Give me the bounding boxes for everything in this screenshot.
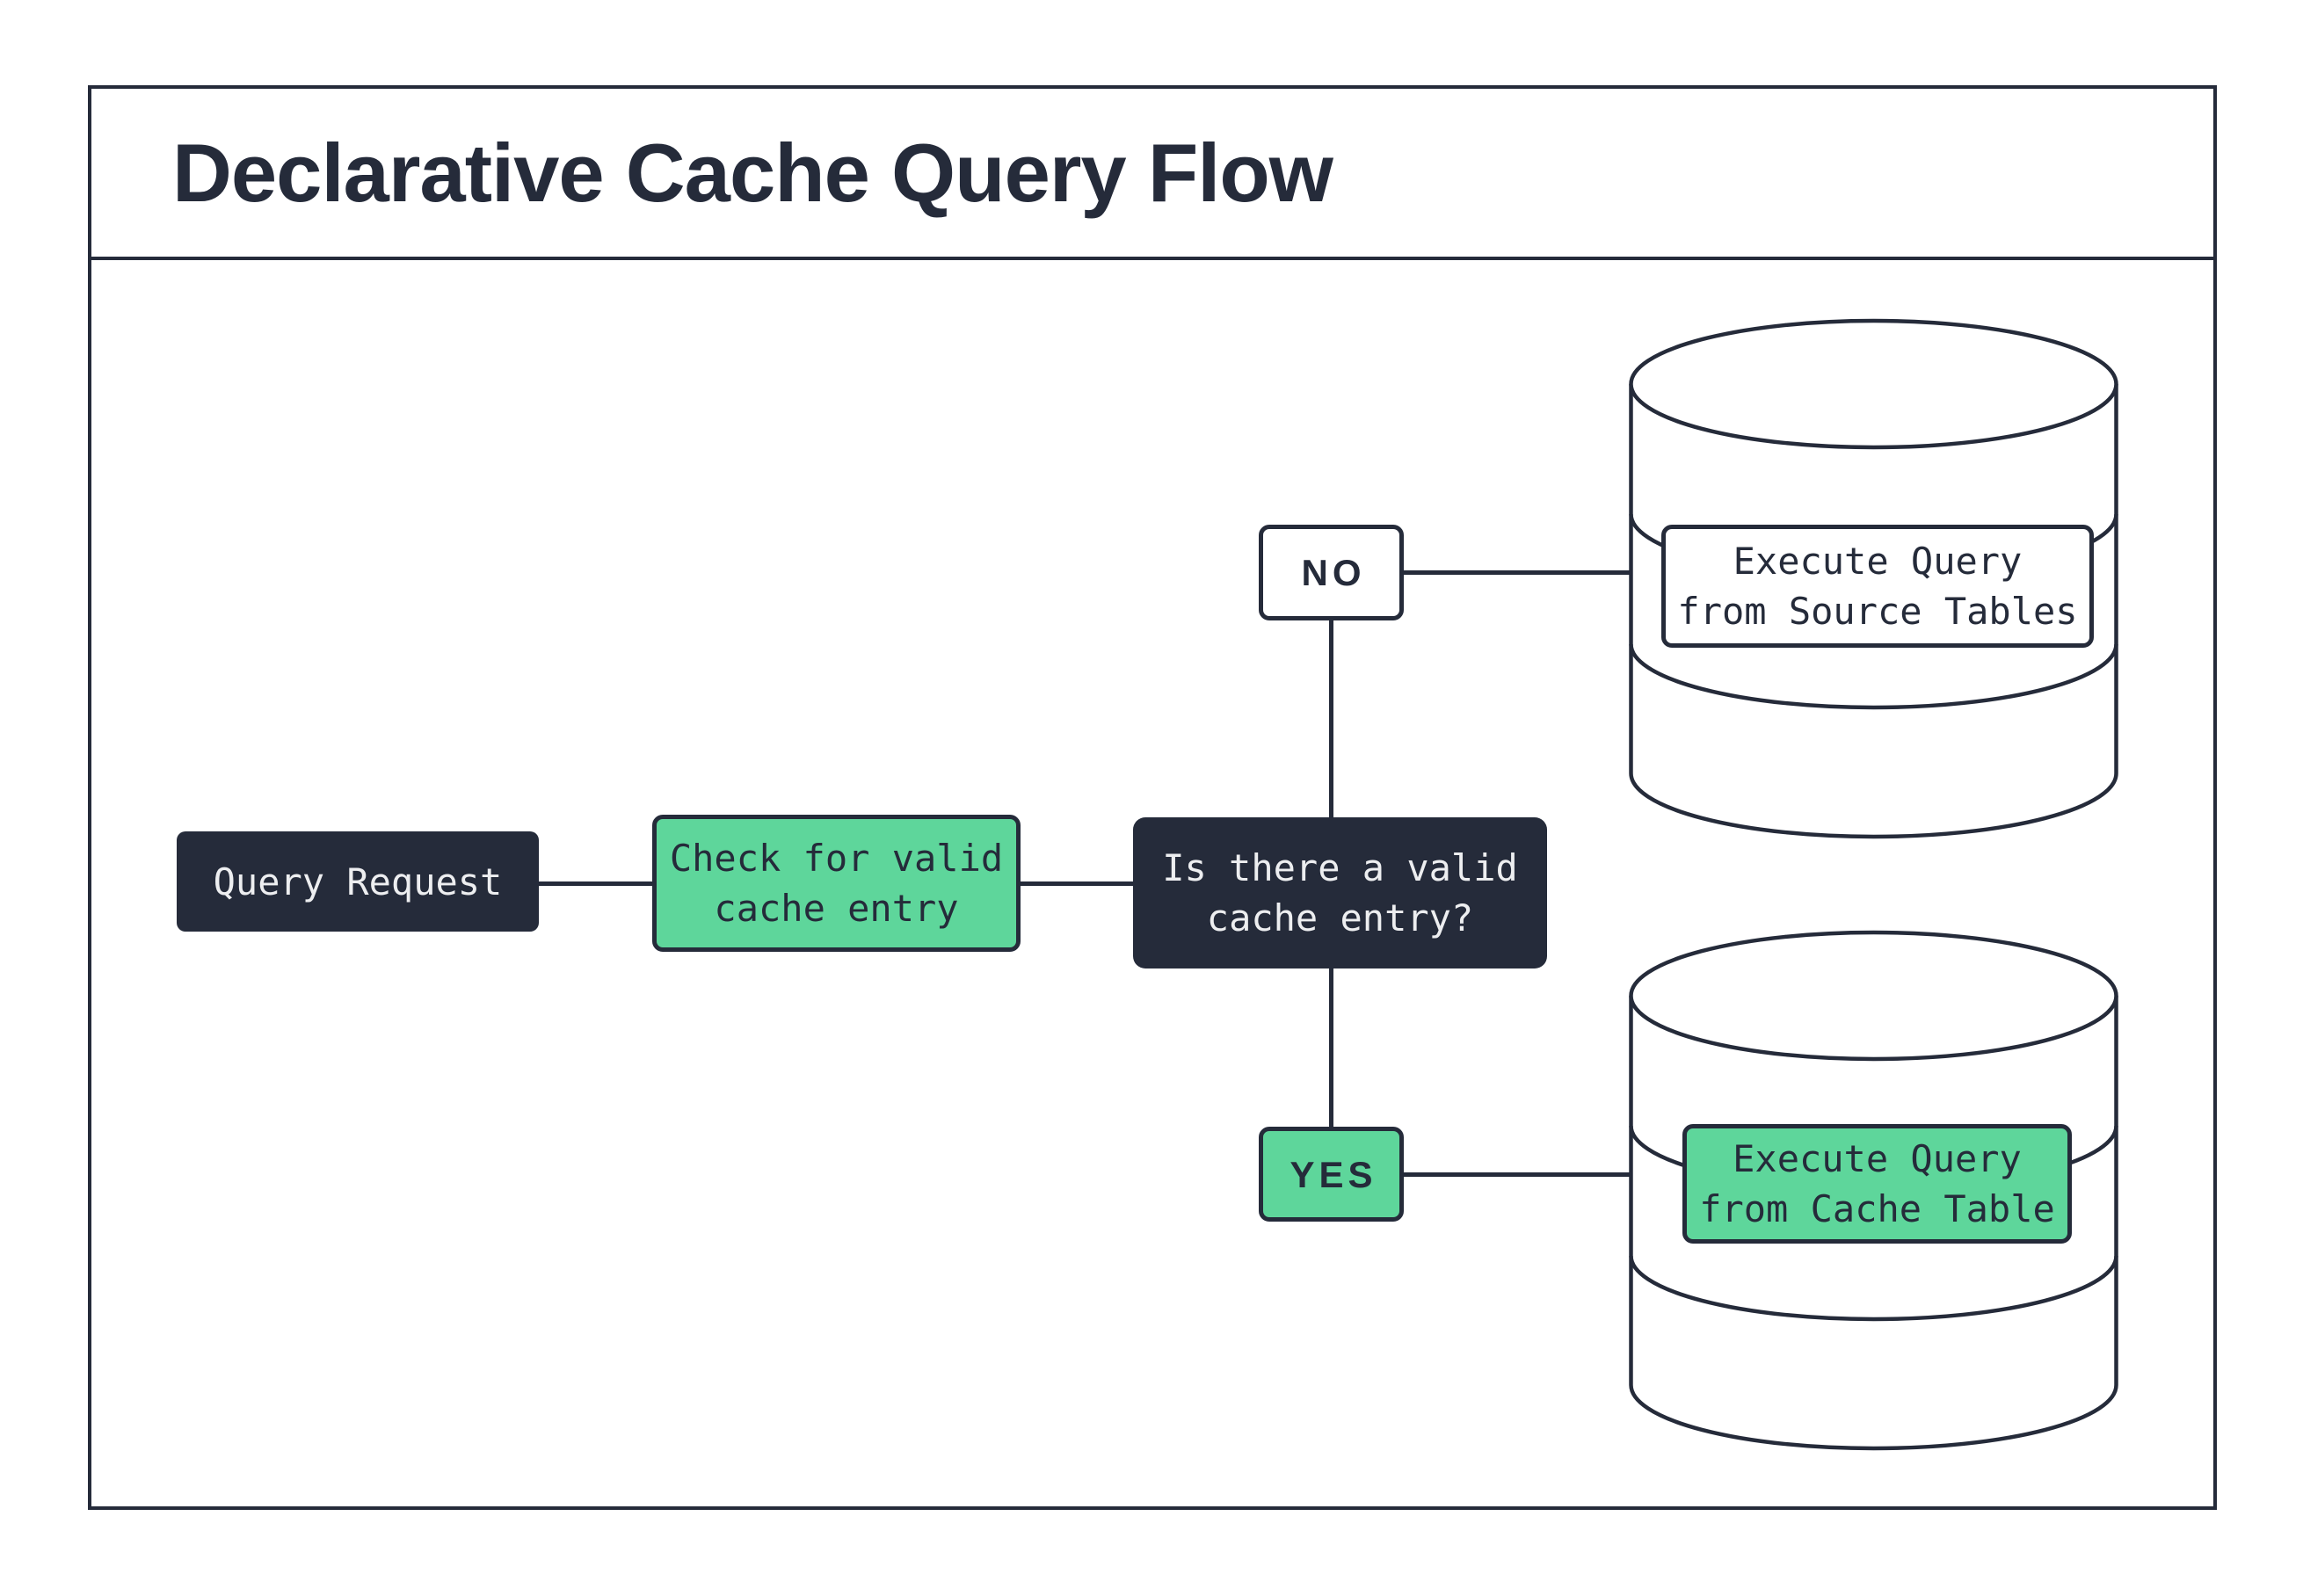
node-branch-no: NO: [1259, 525, 1404, 620]
connector-yes-to-cache-db: [1403, 1172, 1633, 1177]
node-decision-line2: cache entry?: [1206, 896, 1474, 939]
node-execute-source-line1: Execute Query: [1733, 540, 2023, 583]
node-execute-cache-line1: Execute Query: [1733, 1137, 2022, 1180]
node-execute-cache-table: Execute Query from Cache Table: [1682, 1124, 2072, 1244]
title-bar: Declarative Cache Query Flow: [91, 89, 2213, 260]
node-branch-yes-label: YES: [1290, 1153, 1377, 1195]
node-check-cache: Check for valid cache entry: [652, 815, 1021, 952]
diagram-title: Declarative Cache Query Flow: [172, 126, 1333, 219]
node-execute-source-line2: from Source Tables: [1677, 590, 2078, 633]
connector-query-to-check: [536, 881, 656, 886]
connector-check-to-decision: [1018, 881, 1136, 886]
node-decision-valid-cache: Is there a valid cache entry?: [1133, 817, 1547, 968]
connector-no-to-source-db: [1403, 570, 1633, 575]
node-check-cache-line2: cache entry: [714, 887, 959, 930]
node-branch-yes: YES: [1259, 1127, 1404, 1222]
connector-decision-to-yes: [1329, 963, 1333, 1130]
node-check-cache-line1: Check for valid: [669, 837, 1004, 880]
node-query-request-label: Query Request: [213, 860, 503, 903]
node-decision-line1: Is there a valid: [1162, 846, 1518, 889]
node-execute-source-tables: Execute Query from Source Tables: [1661, 525, 2094, 648]
node-branch-no-label: NO: [1301, 552, 1366, 593]
node-query-request: Query Request: [177, 831, 539, 932]
connector-decision-to-no: [1329, 617, 1333, 821]
node-execute-cache-line2: from Cache Table: [1699, 1187, 2055, 1230]
